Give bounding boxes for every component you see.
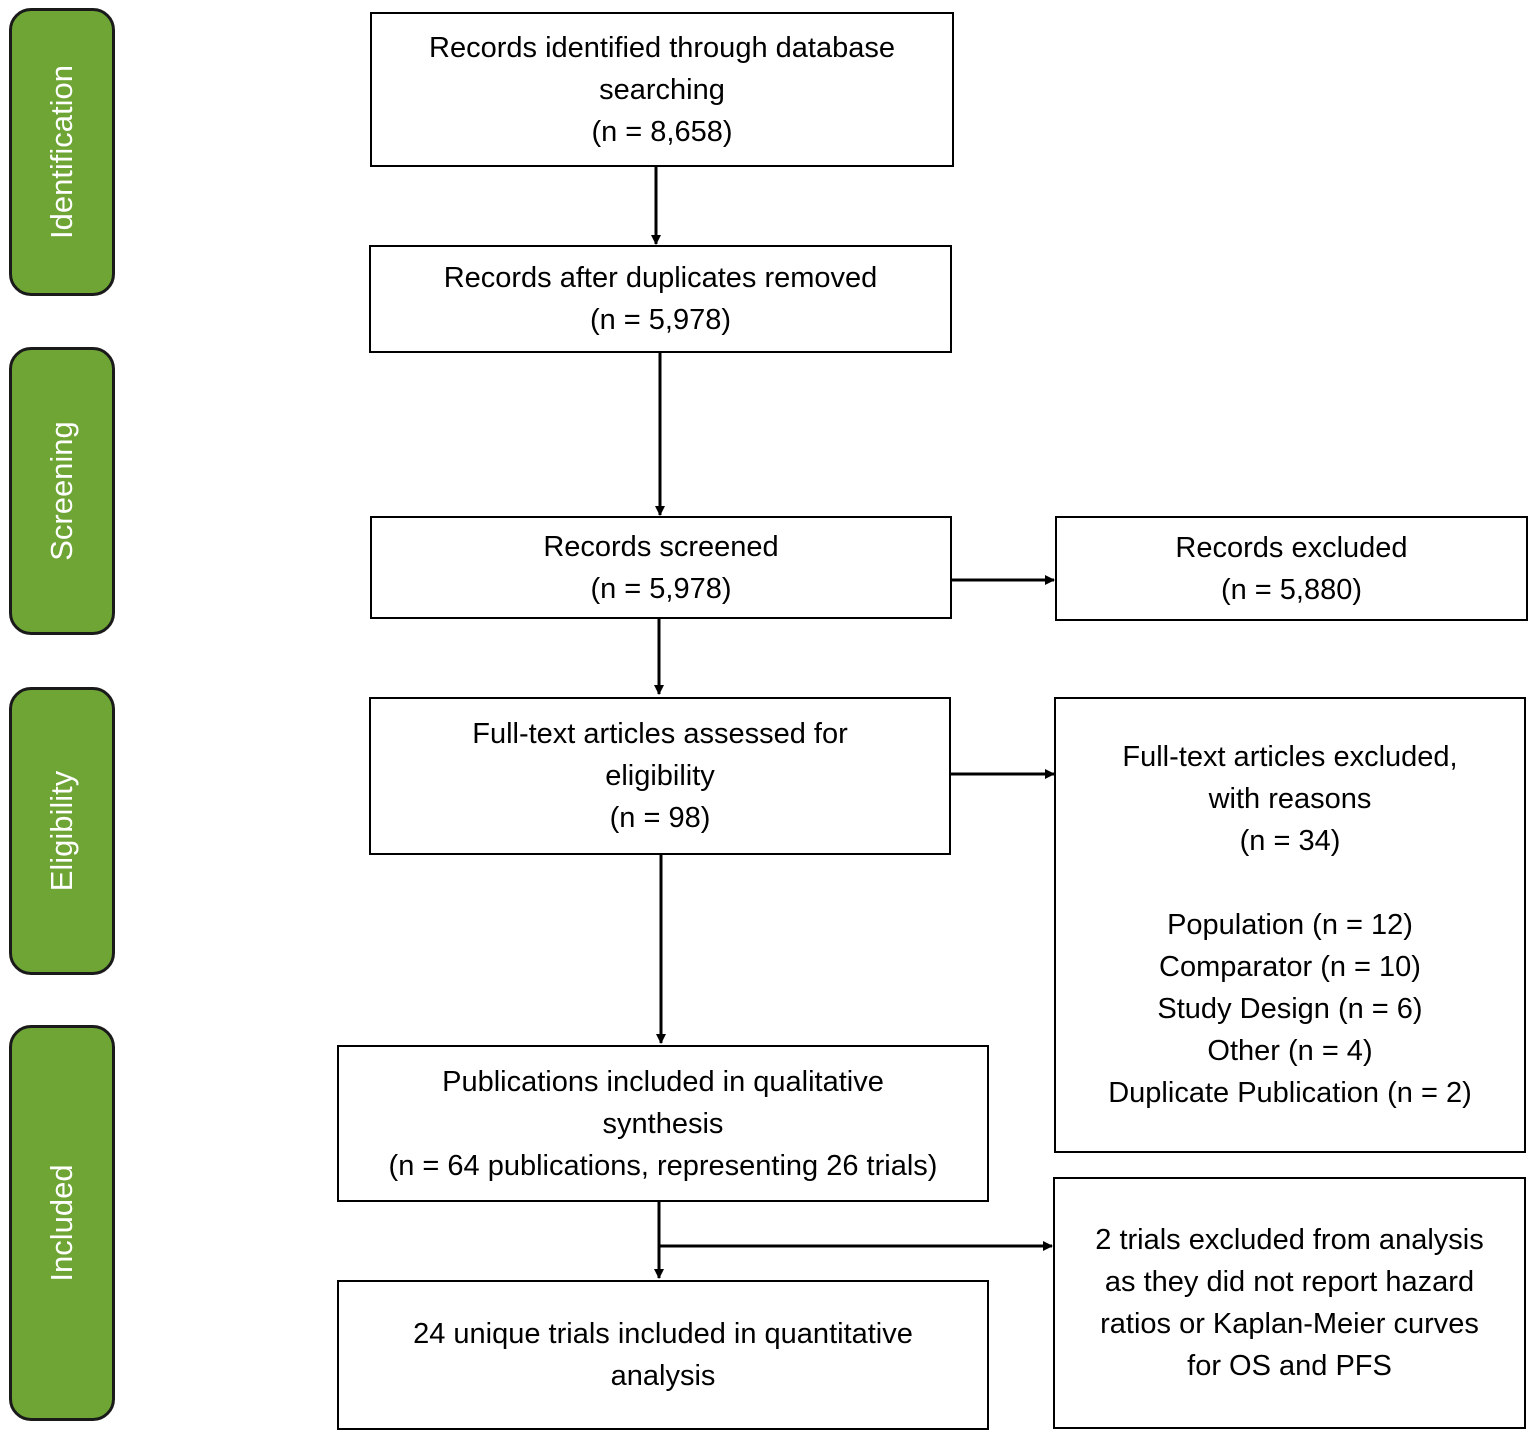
qualitative-count: (n = 64 publications, representing 26 tr…: [388, 1149, 938, 1182]
fulltext-assessed-line2: eligibility: [605, 760, 715, 792]
qualitative-line1: Publications included in qualitative: [442, 1065, 884, 1098]
phase-identification: Identification: [9, 8, 115, 296]
reason-population: Population (n = 12): [1167, 909, 1413, 941]
box-records-identified: Records identified through database sear…: [370, 12, 954, 167]
qualitative-line2: synthesis: [602, 1107, 724, 1140]
reason-duplicate-publication: Duplicate Publication (n = 2): [1108, 1077, 1472, 1109]
phase-included: Included: [9, 1025, 115, 1421]
trials-excluded-line1: 2 trials excluded from analysis: [1095, 1224, 1484, 1256]
fulltext-assessed-line1: Full-text articles assessed for: [472, 718, 848, 750]
records-screened-line1: Records screened: [543, 530, 779, 563]
box-trials-excluded: 2 trials excluded from analysis as they …: [1053, 1177, 1526, 1429]
records-deduplicated-count: (n = 5,978): [589, 304, 732, 336]
reason-other: Other (n = 4): [1207, 1035, 1373, 1067]
phase-screening: Screening: [9, 347, 115, 635]
box-fulltext-excluded: Full-text articles excluded, with reason…: [1054, 697, 1526, 1153]
trials-excluded-line2: as they did not report hazard: [1104, 1266, 1475, 1298]
quantitative-line2: analysis: [610, 1360, 716, 1392]
box-quantitative-analysis: 24 unique trials included in quantitativ…: [337, 1280, 989, 1430]
quantitative-line1: 24 unique trials included in quantitativ…: [413, 1318, 913, 1350]
records-screened-count: (n = 5,978): [590, 572, 732, 605]
box-records-excluded: Records excluded (n = 5,880): [1055, 516, 1528, 621]
fulltext-excluded-line1: Full-text articles excluded,: [1122, 741, 1458, 773]
fulltext-excluded-line2: with reasons: [1208, 783, 1372, 815]
trials-excluded-line3: ratios or Kaplan-Meier curves: [1100, 1308, 1479, 1340]
phase-eligibility: Eligibility: [9, 687, 115, 975]
reason-study-design: Study Design (n = 6): [1157, 993, 1423, 1025]
trials-excluded-line4: for OS and PFS: [1187, 1350, 1392, 1382]
records-identified-line2: searching: [599, 73, 725, 106]
fulltext-assessed-count: (n = 98): [609, 802, 711, 834]
records-excluded-line1: Records excluded: [1175, 531, 1408, 564]
records-deduplicated-line1: Records after duplicates removed: [443, 262, 878, 294]
box-records-screened: Records screened (n = 5,978): [370, 516, 952, 619]
box-records-deduplicated: Records after duplicates removed (n = 5,…: [369, 245, 952, 353]
records-excluded-count: (n = 5,880): [1220, 573, 1363, 606]
records-identified-line1: Records identified through database: [429, 31, 895, 64]
box-fulltext-assessed: Full-text articles assessed for eligibil…: [369, 697, 951, 855]
records-identified-count: (n = 8,658): [591, 115, 733, 148]
box-qualitative-synthesis: Publications included in qualitative syn…: [337, 1045, 989, 1202]
fulltext-excluded-count: (n = 34): [1239, 825, 1341, 857]
reason-comparator: Comparator (n = 10): [1159, 951, 1421, 983]
